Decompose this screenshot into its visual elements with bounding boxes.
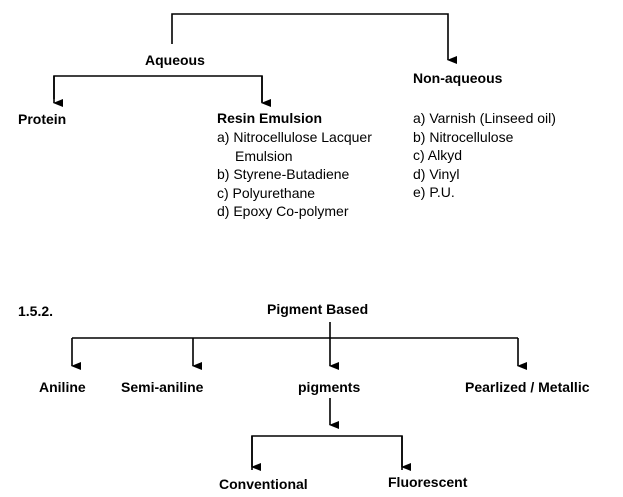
node-pigment-based: Pigment Based (267, 301, 369, 317)
list-item: e) P.U. (413, 184, 455, 200)
node-non-aqueous: Non-aqueous (413, 70, 503, 86)
connector-pigments-branch (251, 435, 403, 470)
node-aqueous: Aqueous (145, 52, 205, 68)
list-item: c) Polyurethane (217, 184, 316, 201)
list-item: c) Alkyd (413, 147, 463, 163)
node-protein: Protein (18, 111, 67, 127)
node-pearlized-metallic: Pearlized / Metallic (465, 379, 590, 395)
resin-emulsion-list: a) Nitrocellulose Lacquer Emulsion b) St… (217, 128, 372, 221)
node-fluorescent: Fluorescent (388, 474, 468, 490)
node-pigments: pigments (298, 379, 361, 395)
connector-top-to-aqueous (171, 13, 457, 64)
node-resin-emulsion: Resin Emulsion (217, 110, 323, 126)
list-item: a) Varnish (Linseed oil) (413, 110, 556, 126)
node-semi-aniline: Semi-aniline (121, 379, 204, 395)
list-item: a) Nitrocellulose Lacquer (217, 129, 372, 145)
node-aniline: Aniline (39, 379, 86, 395)
list-item: d) Vinyl (413, 165, 460, 182)
list-item: Emulsion (235, 147, 293, 164)
non-aqueous-list: a) Varnish (Linseed oil) b) Nitrocellulo… (413, 109, 556, 202)
connector-aqueous-branch (53, 75, 263, 102)
section-number: 1.5.2. (18, 303, 54, 319)
list-item: b) Nitrocellulose (413, 128, 514, 145)
list-item: d) Epoxy Co-polymer (217, 203, 349, 219)
list-item: b) Styrene-Butadiene (217, 166, 350, 182)
node-conventional: Conventional (219, 476, 308, 492)
